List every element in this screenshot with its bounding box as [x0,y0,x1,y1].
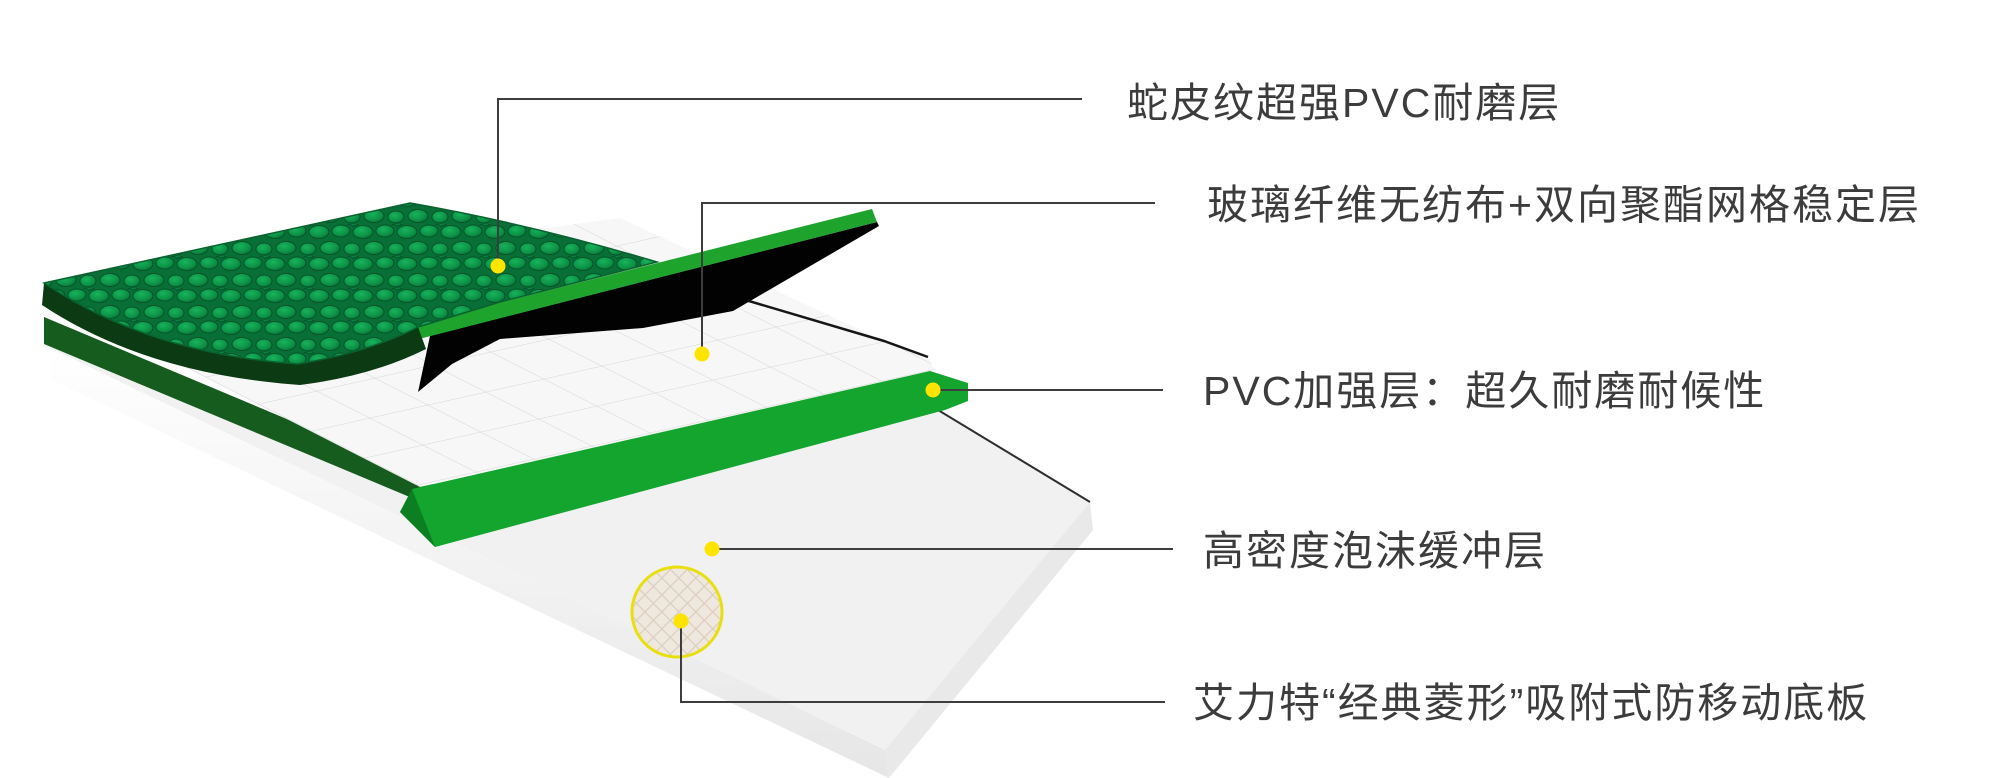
peel-underside-band [415,209,877,340]
pvc-dark-stripe [44,317,436,508]
pvc-band-illustration [400,371,968,547]
marker-dot-pvc-reinforce [925,382,941,398]
label-stability-layer: 玻璃纤维无纺布+双向聚酯网格稳定层 [1207,182,1921,228]
wear-layer-side-face [42,283,426,385]
top-wear-layer-illustration [42,202,660,385]
label-wear-layer: 蛇皮纹超强PVC耐磨层 [1127,80,1561,126]
marker-dot-foam-cushion [704,541,720,557]
foam-front-face [50,348,889,778]
leader-line-wear-layer [497,98,1082,266]
pvc-band-end [400,489,435,547]
magnifier-fill [632,567,722,657]
marker-dot-anti-move-base [673,613,689,629]
marker-dot-stability-layer [694,346,710,362]
leader-line-stability-layer [701,202,1155,354]
label-anti-move-base: 艾力特“经典菱形”吸附式防移动底板 [1193,680,1869,726]
marker-dot-wear-layer [490,258,506,274]
wear-layer-textured-surface [42,202,660,365]
pvc-band [400,371,968,547]
label-foam-cushion: 高密度泡沫缓冲层 [1203,528,1547,574]
label-pvc-reinforce: PVC加强层：超久耐磨耐候性 [1203,368,1766,414]
mesh-outline [704,286,929,359]
magnifier-ring [630,565,724,659]
leader-line-anti-move-base [680,621,1165,703]
base-texture-magnifier [630,565,724,659]
foam-edge-line [937,409,1091,503]
foam-right-face [885,502,1093,778]
peel-shadow [418,222,879,392]
